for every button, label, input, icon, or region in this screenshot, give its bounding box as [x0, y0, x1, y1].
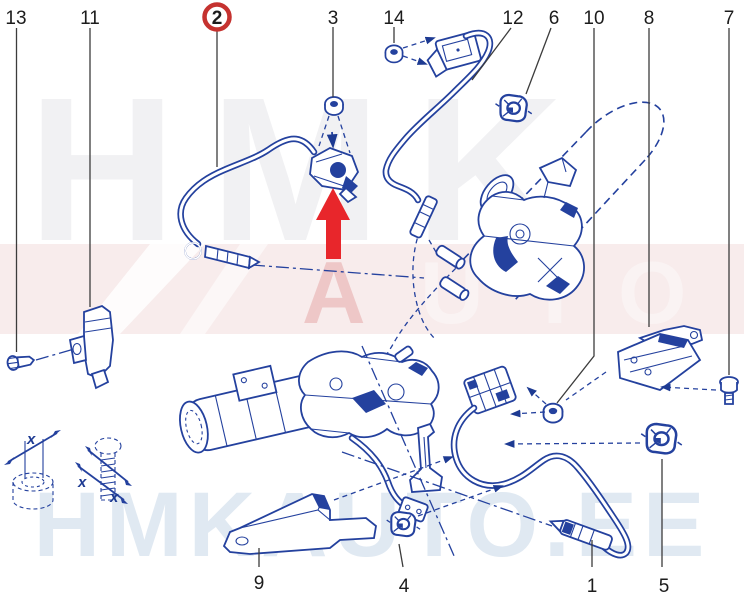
callout-13: 13	[5, 8, 26, 29]
callout-10: 10	[583, 8, 604, 29]
sensor-boss	[435, 244, 466, 270]
part-7-bolt	[719, 376, 739, 405]
part-4-clip	[385, 485, 504, 538]
part-10-nut	[510, 371, 607, 424]
inset-boss-dimension: x	[4, 430, 61, 510]
part-12-sensor-assembly	[382, 29, 494, 253]
callout-8: 8	[644, 8, 655, 29]
callout-5: 5	[659, 576, 670, 597]
callout-3: 3	[328, 8, 339, 29]
watermark-letter-a: A	[302, 243, 366, 342]
part-11-heat-shield	[68, 304, 114, 390]
muffler-assembly	[179, 345, 443, 523]
part-14-nut	[384, 36, 436, 65]
sensor-boss	[439, 276, 470, 301]
callout-1: 1	[587, 576, 598, 597]
part-8-bracket	[617, 325, 717, 392]
part-3-nut	[318, 96, 351, 154]
callout-14: 14	[383, 8, 405, 29]
callout-4: 4	[399, 576, 410, 597]
callout-leader-lines	[15, 27, 730, 568]
x-mark: x	[26, 431, 36, 448]
callout-6: 6	[549, 8, 560, 29]
inset-stud-dimension: x x	[75, 437, 132, 506]
turbo-catalyst-assembly	[435, 156, 585, 301]
red-highlight-arrow-icon	[316, 188, 350, 259]
part-9-bracket	[222, 456, 454, 555]
x-mark: x	[77, 474, 87, 491]
highlight-circle	[202, 2, 232, 32]
part-1-nox-sensor	[341, 345, 632, 559]
part-13-bolt	[6, 348, 75, 371]
callout-2: 2	[212, 8, 223, 29]
x-mark: x	[109, 489, 119, 506]
callout-11: 11	[80, 8, 100, 29]
callout-7: 7	[724, 8, 735, 29]
callout-9: 9	[254, 573, 265, 594]
callout-12: 12	[502, 8, 523, 29]
part-5-clip	[504, 422, 684, 455]
highlighted-callout-2: 2	[202, 2, 232, 32]
watermark-letter-o: O	[618, 243, 686, 342]
part-2-oxygen-sensor	[177, 135, 425, 279]
callout-numbers: 13 11 3 14 12 6 10 8 7 9 4 1 5	[5, 8, 734, 597]
